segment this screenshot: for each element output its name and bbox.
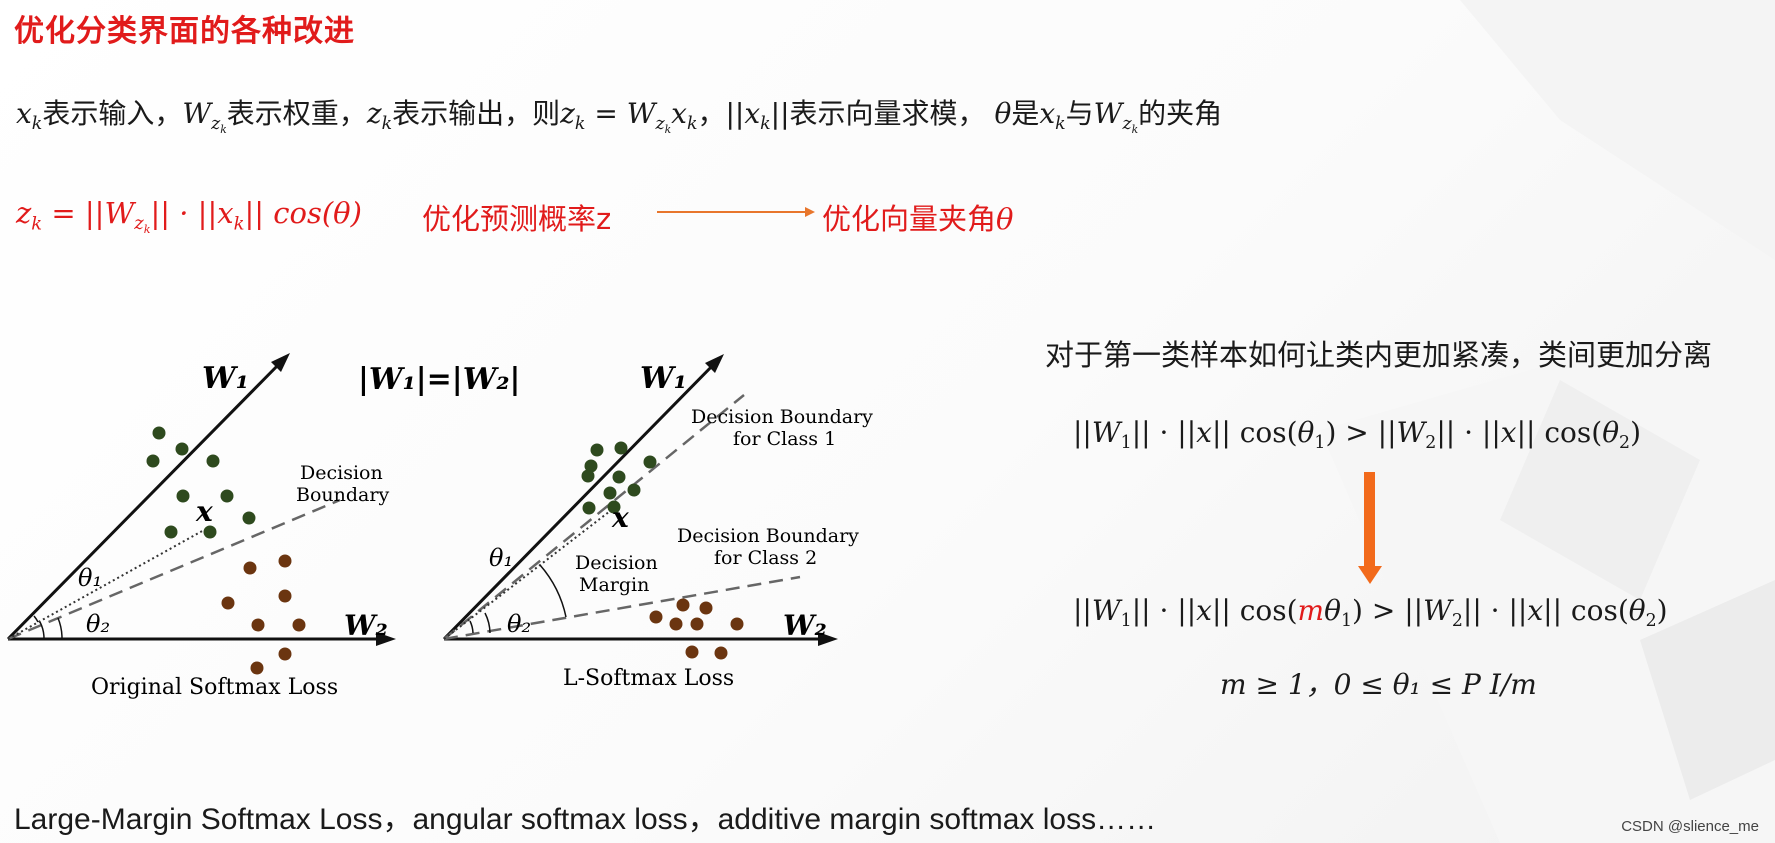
w1-label-right: W₁ <box>640 361 687 396</box>
def-text-angle: 的夹角 <box>1138 97 1223 130</box>
norm-cos-formula: zk = ||Wzk|| · ||xk|| cos(θ) <box>16 196 362 237</box>
def-text-norm: ||表示向量求模， <box>770 97 986 130</box>
decision-margin-text-2: Margin <box>579 574 649 596</box>
watermark: CSDN @slience_me <box>1621 818 1759 835</box>
w2-label-right: W₂ <box>783 609 827 642</box>
class1-points <box>146 426 256 539</box>
optimize-angle-text: 优化向量夹角 <box>822 202 997 236</box>
inequality-margin: ||W1|| · ||x|| cos(mθ1) > ||W2|| · ||x||… <box>1073 594 1668 632</box>
class2-points <box>221 554 306 675</box>
original-softmax-diagram: W₁ W₂ x θ₁ θ₂ Decision Boundary Original… <box>6 353 396 700</box>
theta2-label: θ₂ <box>86 610 110 638</box>
margin-condition: m ≥ 1，0 ≤ θ₁ ≤ P I/m <box>1220 668 1537 701</box>
equal-norm-label: |W₁|=|W₂| <box>358 362 520 397</box>
right-heading: 对于第一类样本如何让类内更加紧凑，类间更加分离 <box>1045 338 1713 372</box>
w2-label: W₂ <box>344 609 388 642</box>
db-class1-text-2: for Class 1 <box>733 428 836 450</box>
l-softmax-figure: W₁ W₂ x θ₁ θ₂ Decision Boundary Original… <box>6 353 873 700</box>
theta1-label: θ₁ <box>78 564 102 592</box>
decision-margin-text-1: Decision <box>575 552 658 574</box>
decision-boundary-line <box>7 498 341 641</box>
w1-vector-right <box>442 357 721 641</box>
w1-vector <box>6 356 287 641</box>
class2-points-right <box>649 598 744 660</box>
def-text-is: 是 <box>1011 97 1040 130</box>
decision-boundary-text-2: Boundary <box>296 484 389 506</box>
def-text-and: 与 <box>1065 97 1094 130</box>
theta2-label-right: θ₂ <box>507 610 531 638</box>
optimize-prob-label: 优化预测概率z <box>422 202 612 236</box>
arrow-right-icon <box>657 207 815 217</box>
w1-label: W₁ <box>202 361 249 396</box>
x-label-right: x <box>611 501 629 534</box>
slide-title: 优化分类界面的各种改进 <box>14 14 355 49</box>
right-caption: L-Softmax Loss <box>563 666 734 691</box>
def-text-input: 表示输入， <box>42 97 183 130</box>
loss-variants-line: Large-Margin Softmax Loss，angular softma… <box>14 803 1157 836</box>
inequality-original: ||W1|| · ||x|| cos(θ1) > ||W2|| · ||x|| … <box>1073 416 1642 454</box>
x-label: x <box>195 495 213 528</box>
db-class2-text-1: Decision Boundary <box>677 525 859 547</box>
l-softmax-diagram: W₁ W₂ x θ₁ θ₂ Decision Boundary for Clas… <box>442 354 873 691</box>
decision-boundary-text-1: Decision <box>300 462 383 484</box>
db-class1-text-1: Decision Boundary <box>691 406 873 428</box>
left-caption: Original Softmax Loss <box>91 675 338 700</box>
theta1-label-right: θ₁ <box>489 544 513 572</box>
optimize-angle-label: 优化向量夹角θ <box>822 202 1014 236</box>
def-text-norm-open: ，|| <box>697 97 745 130</box>
db-class2-line <box>443 575 801 641</box>
class1-points-right <box>581 441 657 515</box>
def-text-output: 表示输出，则 <box>392 97 561 130</box>
x-vector-right <box>443 507 615 640</box>
arrow-down-icon <box>1358 472 1382 584</box>
db-class1-line <box>443 394 745 640</box>
def-text-weight: 表示权重， <box>226 97 367 130</box>
x-vector <box>7 529 205 640</box>
definition-line: xk表示输入，Wzk表示权重，zk表示输出，则zk = Wzkxk，||xk||… <box>16 97 1223 136</box>
db-class2-text-2: for Class 2 <box>714 547 817 569</box>
